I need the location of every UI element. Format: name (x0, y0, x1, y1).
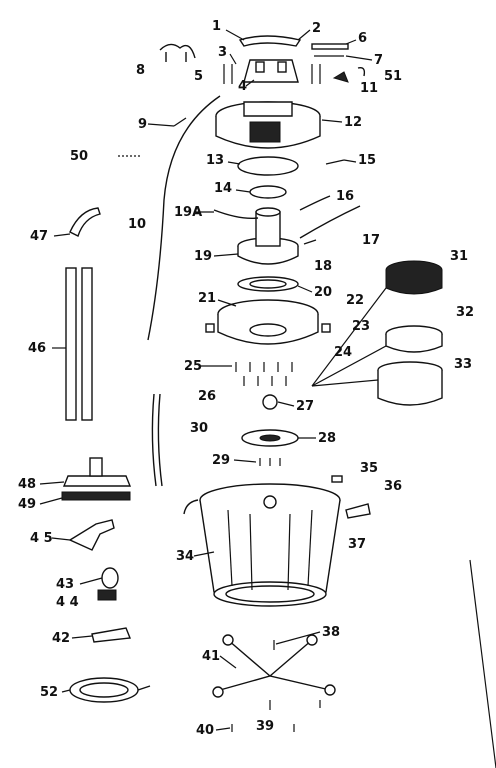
part-9-10-hose-wand (147, 95, 221, 341)
part-42-crevice-tool (91, 627, 131, 643)
label-1: 1 (212, 19, 221, 34)
label-20: 20 (314, 285, 332, 300)
label-17: 17 (362, 233, 380, 248)
part-3-screws (223, 64, 321, 84)
part-22-23-clips (205, 323, 331, 333)
part-47-elbow (69, 207, 101, 237)
part-52-hose (69, 677, 151, 703)
label-35: 35 (360, 461, 378, 476)
label-49: 49 (18, 497, 36, 512)
part-1-top-plate (238, 35, 302, 47)
part-14-ring (249, 185, 287, 199)
part-28-cage (241, 429, 299, 447)
label-39: 39 (256, 719, 274, 734)
label-21: 21 (198, 291, 216, 306)
label-6: 6 (358, 31, 367, 46)
label-38: 38 (322, 625, 340, 640)
label-37: 37 (348, 537, 366, 552)
part-6-7-bars (311, 43, 349, 57)
label-34: 34 (176, 549, 194, 564)
label-7: 7 (374, 53, 383, 68)
label-13: 13 (206, 153, 224, 168)
label-52: 52 (40, 685, 58, 700)
label-19: 19 (194, 249, 212, 264)
label-43: 43 (56, 577, 74, 592)
leader-lines (39, 29, 373, 731)
part-45-utility-nozzle (68, 519, 115, 551)
label-27: 27 (296, 399, 314, 414)
part-31-foam-filter (385, 260, 443, 295)
part-12-motor-housing (215, 101, 321, 149)
label-10: 10 (128, 217, 146, 232)
part-20-ring (237, 276, 299, 292)
part-17-18-wires (299, 205, 361, 245)
label-4: 4 (238, 79, 247, 94)
label-42: 42 (52, 631, 70, 646)
margin-line (469, 559, 496, 768)
label-5: 5 (194, 69, 203, 84)
part-41-dolly (212, 634, 336, 698)
label-3: 3 (218, 45, 227, 60)
part-21-lid (217, 299, 319, 345)
part-11-51-clip (332, 66, 366, 83)
part-13-gasket (237, 156, 299, 176)
label-32: 32 (456, 305, 474, 320)
part-27-float-ball (262, 394, 278, 410)
label-24: 24 (334, 345, 352, 360)
part-34-tank (183, 483, 341, 607)
filter-leader-lines (311, 287, 387, 387)
part-30-tubes (151, 393, 163, 487)
part-38-39-40-screws (231, 640, 321, 732)
label-50: 50 (70, 149, 88, 164)
part-32-filter-ring (385, 325, 443, 353)
part-24-25-screws (235, 362, 293, 386)
part-48-floor-nozzle (62, 457, 132, 487)
label-48: 48 (18, 477, 36, 492)
part-15-screw (325, 159, 345, 165)
label-18: 18 (314, 259, 332, 274)
part-33-cartridge-filter (377, 361, 443, 406)
label-40: 40 (196, 723, 214, 738)
part-19-impeller (237, 207, 299, 265)
label-25: 25 (184, 359, 202, 374)
label-8: 8 (136, 63, 145, 78)
label-19a: 19A (174, 205, 202, 220)
label-33: 33 (454, 357, 472, 372)
label-46: 46 (28, 341, 46, 356)
part-43-44-brush (97, 567, 119, 601)
label-36: 36 (384, 479, 402, 494)
label-2: 2 (312, 21, 321, 36)
label-9: 9 (138, 117, 147, 132)
part-4-motor-cap (243, 59, 299, 83)
label-12: 12 (344, 115, 362, 130)
label-15: 15 (358, 153, 376, 168)
part-16-wire (299, 195, 331, 211)
label-16: 16 (336, 189, 354, 204)
part-29-screws (259, 458, 281, 466)
label-44: 4 4 (56, 595, 79, 610)
part-49-squeegee (61, 491, 131, 501)
part-8-bracket (159, 43, 196, 62)
label-22: 22 (346, 293, 364, 308)
part-19a-cord (213, 209, 259, 220)
label-28: 28 (318, 431, 336, 446)
label-51: 51 (384, 69, 402, 84)
label-47: 47 (30, 229, 48, 244)
label-30: 30 (190, 421, 208, 436)
label-29: 29 (212, 453, 230, 468)
label-11: 11 (360, 81, 378, 96)
part-46-extension-wands (65, 267, 93, 421)
label-45: 4 5 (30, 531, 53, 546)
label-23: 23 (352, 319, 370, 334)
label-14: 14 (214, 181, 232, 196)
label-31: 31 (450, 249, 468, 264)
label-41: 41 (202, 649, 220, 664)
part-35-36-37-drain (331, 475, 371, 519)
label-26: 26 (198, 389, 216, 404)
